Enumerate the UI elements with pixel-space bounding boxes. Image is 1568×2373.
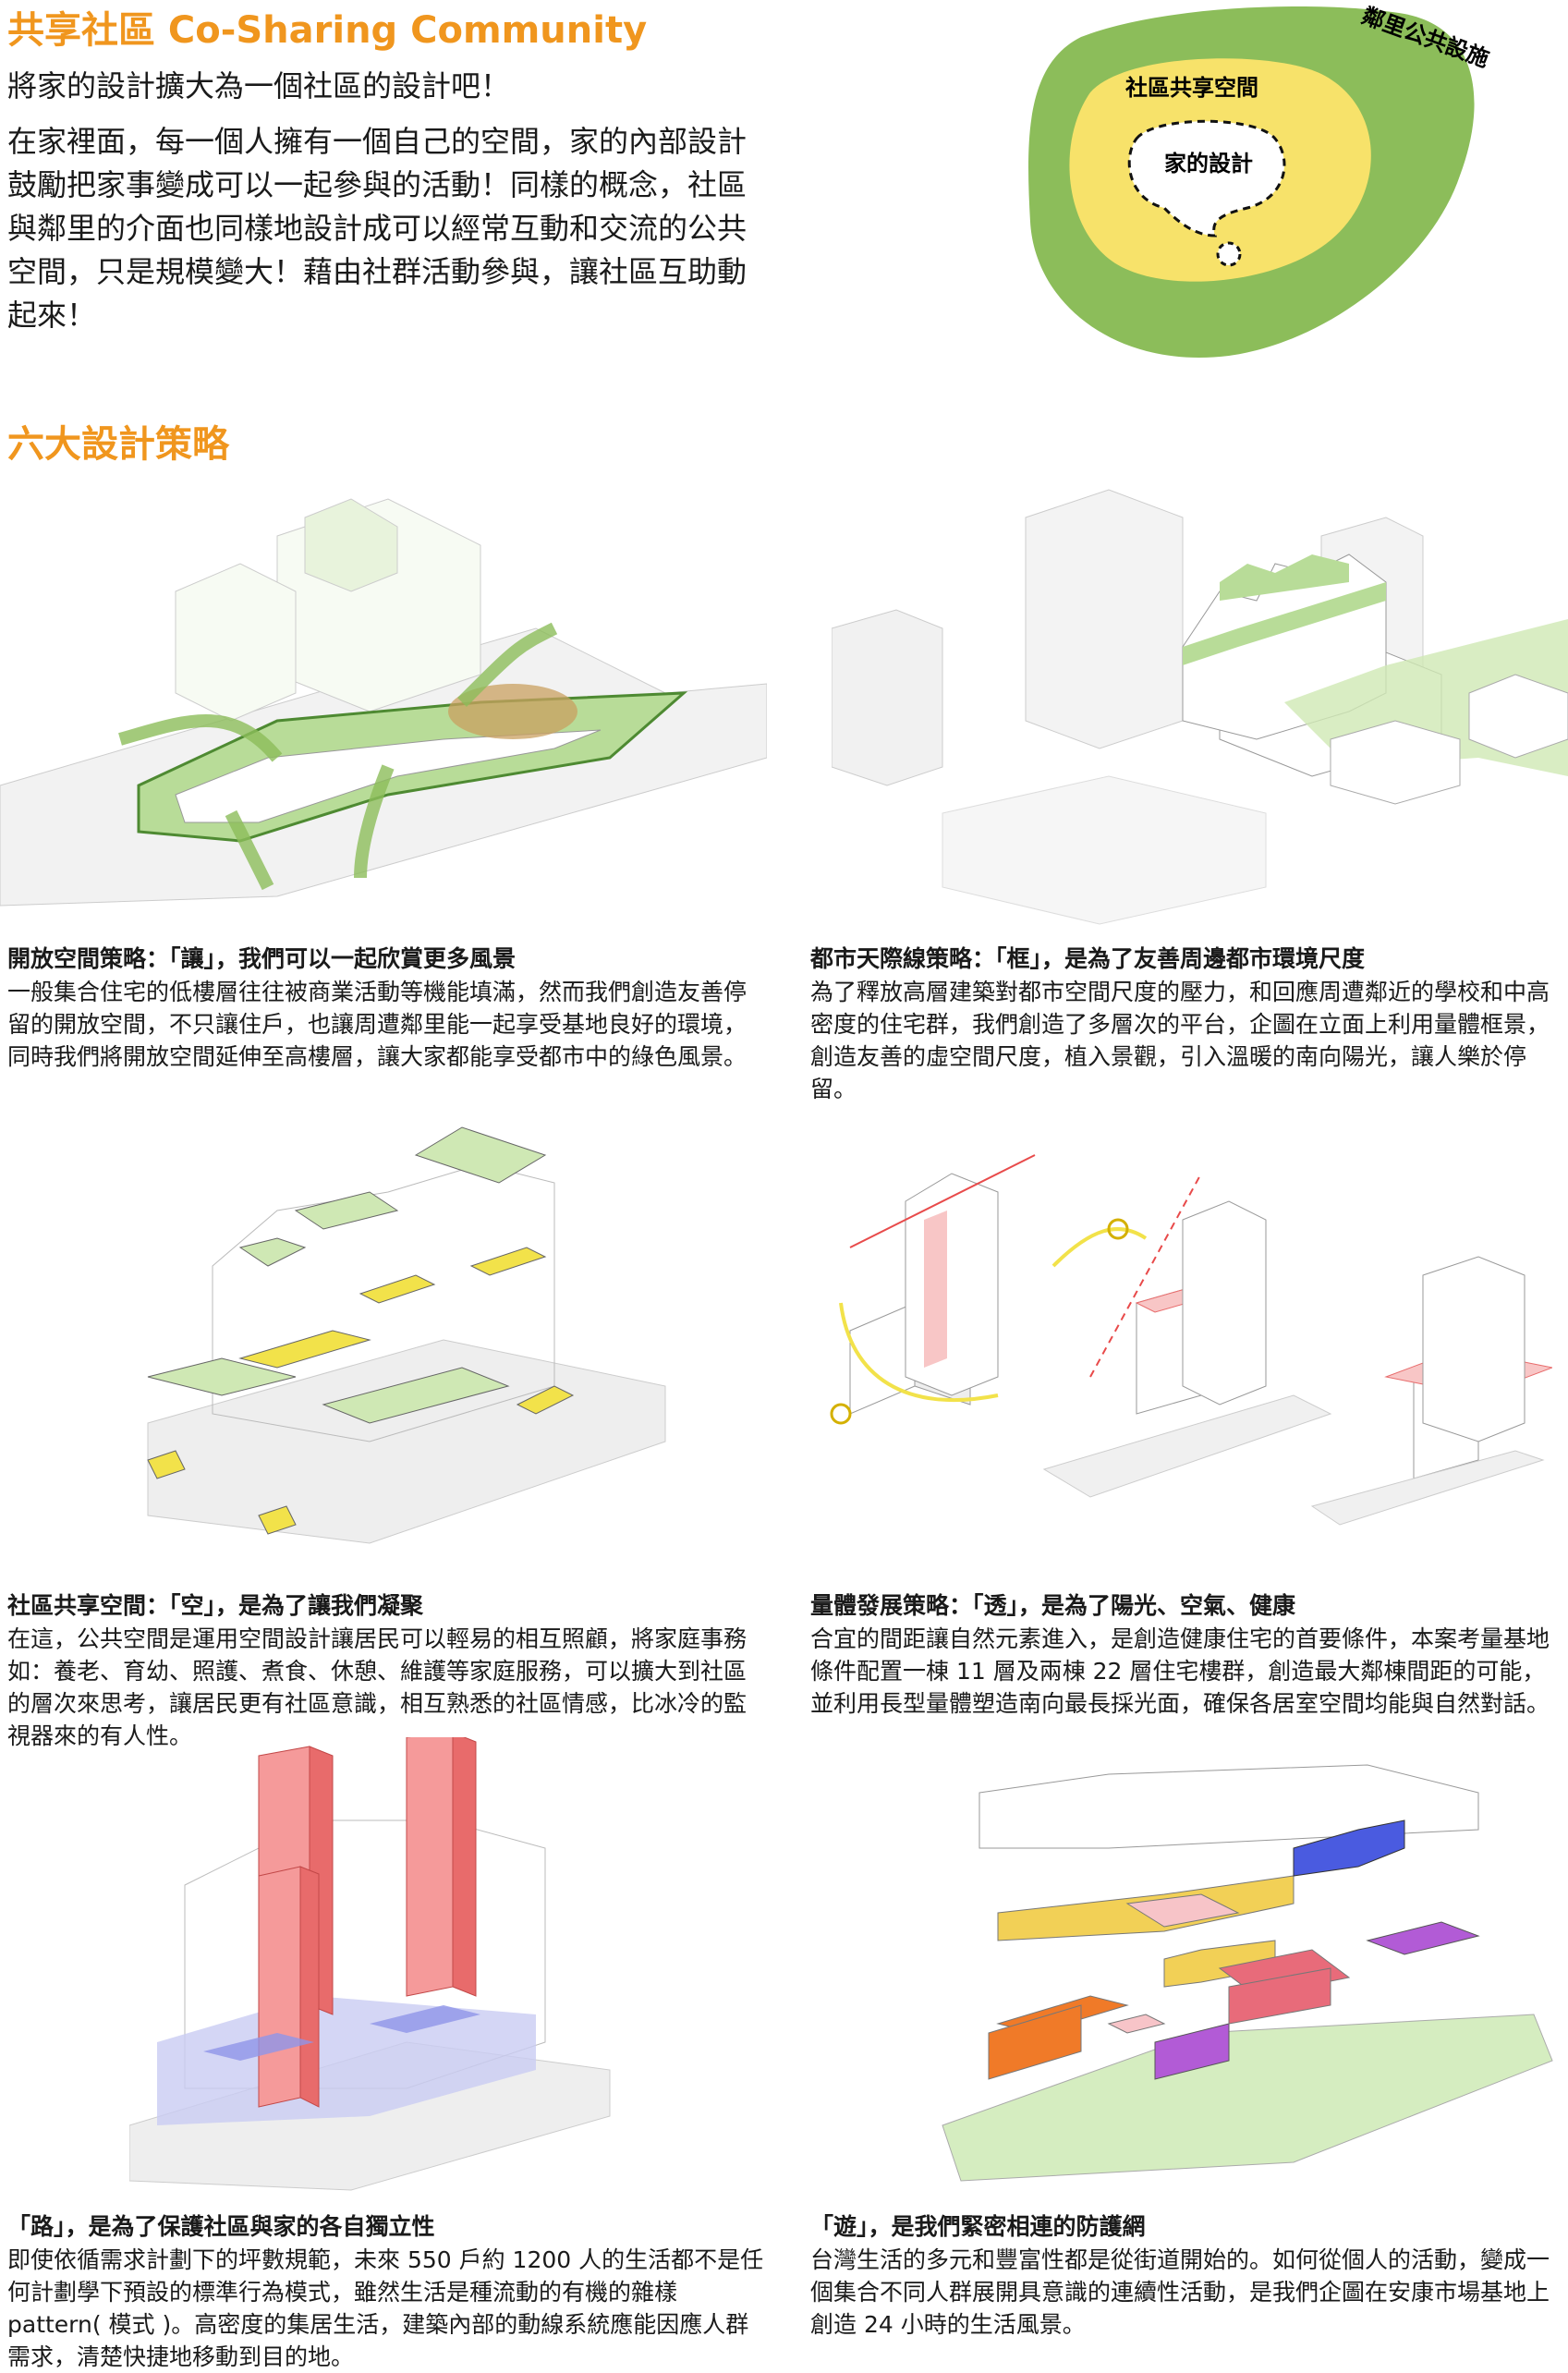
strategy-body: 在這，公共空間是運用空間設計讓居民可以輕易的相互照顧，將家庭事務如：養老、育幼、… xyxy=(7,1625,748,1749)
strategy-body: 合宜的間距讓自然元素進入，是創造健康住宅的首要條件，本案考量基地條件配置一棟 1… xyxy=(810,1625,1550,1717)
inner-label: 家的設計 xyxy=(1164,151,1253,176)
concept-diagram: 鄰里公共設施 社區共享空間 家的設計 xyxy=(1028,3,1492,359)
strategy-title: 量體發展策略：「透」，是為了陽光、空氣、健康 xyxy=(810,1592,1296,1619)
strategy-massing: 量體發展策略：「透」，是為了陽光、空氣、健康 合宜的間距讓自然元素進入，是創造健… xyxy=(810,1588,1568,1720)
page-title: 共享社區 Co-Sharing Community xyxy=(7,9,648,52)
illustration-open-space xyxy=(0,498,767,907)
illustration-skyline xyxy=(832,489,1568,925)
strategy-title: 社區共享空間：「空」，是為了讓我們凝聚 xyxy=(7,1592,424,1619)
strategy-body: 即使依循需求計劃下的坪數規範，未來 550 戶約 1200 人的生活都不是任何計… xyxy=(7,2246,764,2370)
strategy-title: 「路」，是為了保護社區與家的各自獨立性 xyxy=(7,2213,435,2240)
strategy-path: 「路」，是為了保護社區與家的各自獨立性 即使依循需求計劃下的坪數規範，未來 55… xyxy=(7,2209,774,2373)
illustration-network xyxy=(942,1764,1553,2182)
strategy-body: 台灣生活的多元和豐富性都是從街道開始的。如何從個人的活動，變成一個集合不同人群展… xyxy=(810,2246,1550,2338)
illustration-shared-space xyxy=(147,1126,666,1544)
strategy-skyline: 都市天際線策略：「框」，是為了友善周邊都市環境尺度 為了釋放高層建築對都市空間尺… xyxy=(810,941,1568,1105)
strategy-body: 一般集合住宅的低樓層往往被商業活動等機能填滿，然而我們創造友善停留的開放空間，不… xyxy=(7,979,748,1070)
strategy-title: 開放空間策略：「讓」，我們可以一起欣賞更多風景 xyxy=(7,945,517,972)
illustration-circulation xyxy=(129,1737,611,2191)
strategy-body: 為了釋放高層建築對都市空間尺度的壓力，和回應周遭鄰近的學校和中高密度的住宅群，我… xyxy=(810,979,1550,1102)
middle-label: 社區共享空間 xyxy=(1125,75,1258,101)
inner-bubble-tail xyxy=(1216,241,1242,267)
intro-subtitle: 將家的設計擴大為一個社區的設計吧！ xyxy=(7,68,511,103)
strategy-shared-space: 社區共享空間：「空」，是為了讓我們凝聚 在這，公共空間是運用空間設計讓居民可以輕… xyxy=(7,1588,774,1752)
inner-bubble xyxy=(1127,119,1286,237)
strategy-network: 「遊」，是我們緊密相連的防護網 台灣生活的多元和豐富性都是從街道開始的。如何從個… xyxy=(810,2209,1568,2341)
strategy-open-space: 開放空間策略：「讓」，我們可以一起欣賞更多風景 一般集合住宅的低樓層往往被商業活… xyxy=(7,941,774,1073)
illustration-massing xyxy=(830,1154,1552,1526)
intro-paragraph: 在家裡面，每一個人擁有一個自己的空間，家的內部設計鼓勵把家事變成可以一起參與的活… xyxy=(7,124,748,333)
strategies-heading: 六大設計策略 xyxy=(7,423,229,466)
strategy-title: 「遊」，是我們緊密相連的防護網 xyxy=(810,2213,1146,2240)
strategy-title: 都市天際線策略：「框」，是為了友善周邊都市環境尺度 xyxy=(810,945,1366,972)
